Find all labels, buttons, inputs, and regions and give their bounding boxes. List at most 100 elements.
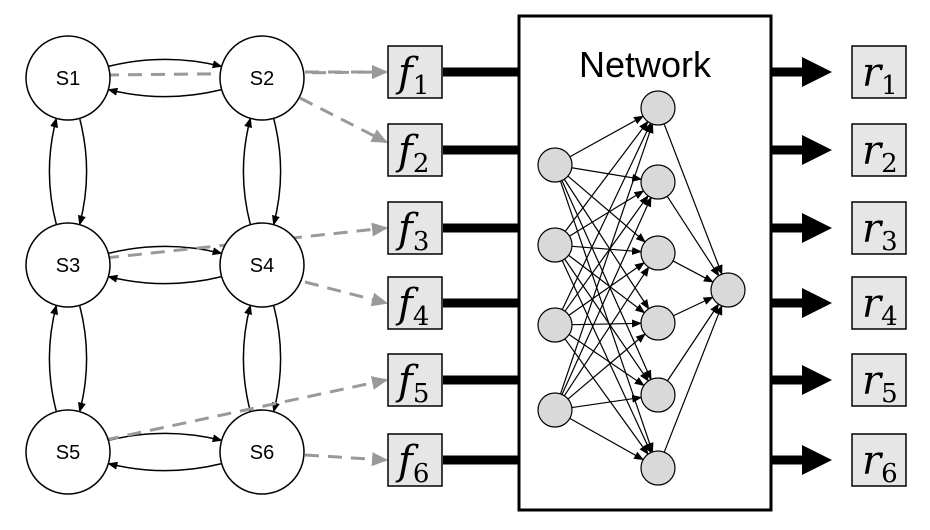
output-3: r3 [851, 201, 907, 257]
feature-6-box [387, 433, 443, 487]
nn-connection [567, 333, 646, 400]
feature-2: f2 [387, 123, 443, 179]
state-node-s6: S6 [219, 409, 305, 495]
network-title: Network [579, 44, 712, 85]
feature-1-box [387, 45, 443, 99]
transition-arrow [108, 58, 223, 69]
nn-connection [666, 195, 720, 277]
output-1: r1 [851, 45, 907, 101]
output-2-label: r2 [862, 128, 898, 179]
feature-4-label: f4 [395, 281, 429, 332]
nn-connection [663, 123, 723, 276]
nn-connection [567, 175, 646, 243]
state-node-s3: S3 [25, 222, 111, 308]
nn-connection [569, 190, 645, 237]
feature-5-box [387, 353, 443, 407]
output-3-label: r3 [862, 206, 898, 257]
nn-connection [673, 296, 714, 317]
transition-arrow [108, 432, 223, 443]
nn-connection [561, 180, 652, 381]
state-label: S2 [250, 68, 274, 90]
state-node-s2: S2 [219, 35, 305, 121]
nn-connection [666, 303, 720, 382]
output-6-label: r6 [862, 438, 898, 489]
state-circle [25, 222, 111, 308]
nn-node-layer1 [640, 90, 676, 126]
nn-connection [571, 319, 643, 328]
feature-3-box [387, 201, 443, 255]
feature-mapping-arrow [304, 452, 388, 467]
nn-connection [571, 245, 643, 255]
output-2-box [851, 123, 907, 177]
output-4: r4 [851, 276, 907, 332]
state-label: S4 [250, 255, 274, 277]
output-4-box [851, 276, 907, 330]
feature-3-label: f3 [395, 206, 429, 257]
output-6-box [851, 433, 907, 487]
nn-connection [569, 115, 645, 158]
transition-arrow [48, 117, 58, 225]
nn-connection [563, 178, 650, 310]
nn-node-layer0 [537, 147, 573, 183]
nn-connection [568, 254, 646, 314]
nn-connection [672, 260, 714, 283]
nn-connection [663, 304, 723, 453]
nn-connection [571, 167, 643, 182]
nn-connection [564, 258, 649, 382]
transition-arrow [107, 87, 222, 98]
output-5: r5 [851, 353, 907, 409]
transition-arrow [107, 461, 222, 472]
output-4-label: r4 [862, 281, 898, 332]
nn-node-layer2 [710, 272, 746, 308]
nn-connection [564, 120, 649, 232]
nn-connection [563, 266, 650, 397]
nn-connection [568, 262, 645, 316]
feature-3: f3 [387, 201, 443, 257]
state-node-s1: S1 [25, 35, 111, 121]
nn-node-layer1 [640, 164, 676, 200]
nn-connection [561, 122, 652, 310]
output-3-box [851, 201, 907, 255]
feature-4-box [387, 276, 443, 330]
nn-connection [571, 394, 643, 409]
state-label: S6 [250, 442, 274, 464]
nn-connection [569, 417, 645, 461]
feature-6: f6 [387, 433, 443, 489]
transition-arrow [242, 304, 252, 412]
transition-arrow [107, 274, 222, 285]
state-circle [219, 35, 305, 121]
nn-node-layer1 [640, 305, 676, 341]
transition-arrow [78, 305, 88, 413]
feature-mapping-arrow [104, 376, 388, 442]
nn-connection [559, 123, 654, 395]
transition-arrow [48, 304, 58, 412]
state-node-s5: S5 [25, 409, 111, 495]
feature-4: f4 [387, 276, 443, 332]
nn-node-layer0 [537, 307, 573, 343]
state-circle [219, 409, 305, 495]
transition-arrow [272, 305, 282, 413]
output-5-box [851, 353, 907, 407]
nn-connection [561, 260, 652, 454]
state-label: S3 [56, 255, 80, 277]
feature-6-label: f6 [395, 438, 429, 489]
output-5-label: r5 [862, 358, 898, 409]
output-2: r2 [851, 123, 907, 179]
state-label: S1 [56, 68, 80, 90]
state-circle [25, 409, 111, 495]
state-node-s4: S4 [219, 222, 305, 308]
nn-node-layer0 [537, 392, 573, 428]
transition-arrow [242, 117, 252, 225]
nn-node-layer1 [640, 377, 676, 413]
output-1-label: r1 [862, 50, 898, 101]
state-label: S5 [56, 442, 80, 464]
feature-5: f5 [387, 353, 443, 409]
state-circle [219, 222, 305, 308]
nn-connection [564, 194, 649, 312]
feature-mapping-arrow [299, 96, 388, 144]
nn-node-layer1 [640, 235, 676, 271]
nn-connection [568, 334, 645, 387]
transition-arrow [108, 245, 223, 256]
